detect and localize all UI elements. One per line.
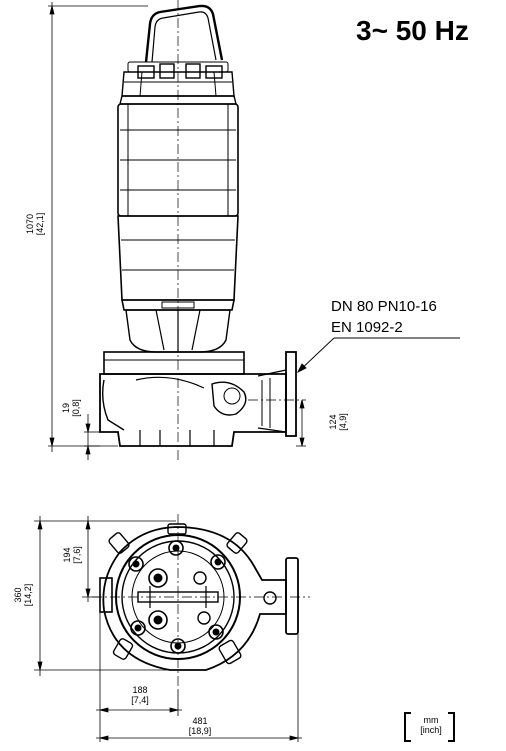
dim-outlet-height-value: 124 [328,414,338,430]
volute-outline-top [102,526,287,671]
units-bracket-right [448,712,455,742]
dim-center-offset-y-inch: [7,6] [72,546,82,564]
units-bracket-left [404,712,411,742]
dimension-base-clearance [84,414,100,460]
dimension-center-offset-x [96,612,182,742]
units-legend: mm [inch] [404,712,460,742]
frequency-label: 3~ 50 Hz [356,15,469,46]
dim-depth-value: 360 [13,587,23,603]
volute-casing [99,373,287,447]
dimension-total-height [48,2,148,452]
dim-outlet-height-label: 124 [4,9] [328,402,348,442]
dim-center-offset-x-value: 188 [132,685,148,695]
dim-total-height-inch: [42,1] [35,212,45,236]
outlet-flange-top [285,557,299,635]
dim-depth-label: 360 [14,2] [13,575,33,615]
dim-total-length-inch: [18,9] [188,726,212,736]
lifting-handle [144,4,224,63]
dim-total-length-label: 481 [18,9] [180,716,220,736]
dimension-depth [34,516,176,676]
dimension-outlet-height [296,399,306,447]
discharge-flange [285,351,297,437]
units-mm: mm [423,715,439,725]
flange-leader [296,337,460,374]
dim-total-length-value: 481 [192,716,208,726]
units-inch: [inch] [420,725,442,735]
dim-base-clearance-label: 19 [0,8] [61,388,81,428]
dim-outlet-height-inch: [4,9] [338,413,348,431]
pump-side-view [99,0,306,460]
dim-center-offset-x-inch: [7,4] [131,695,149,705]
dim-center-offset-y-label: 194 [7,6] [62,535,82,575]
dim-base-clearance-inch: [0,8] [71,399,81,417]
dim-total-height-value: 1070 [25,213,35,235]
dimension-total-length [96,634,302,742]
flange-note-line2: EN 1092-2 [331,319,403,336]
pump-top-view [92,514,310,690]
dim-center-offset-x-label: 188 [7,4] [120,685,160,705]
dim-base-clearance-value: 19 [61,403,71,414]
flange-note-line1: DN 80 PN10-16 [331,298,437,315]
dimension-center-offset-y [82,516,100,602]
dim-total-height-label: 1070 [42,1] [25,204,45,244]
dim-center-offset-y-value: 194 [62,547,72,563]
dim-depth-inch: [14,2] [23,583,33,607]
